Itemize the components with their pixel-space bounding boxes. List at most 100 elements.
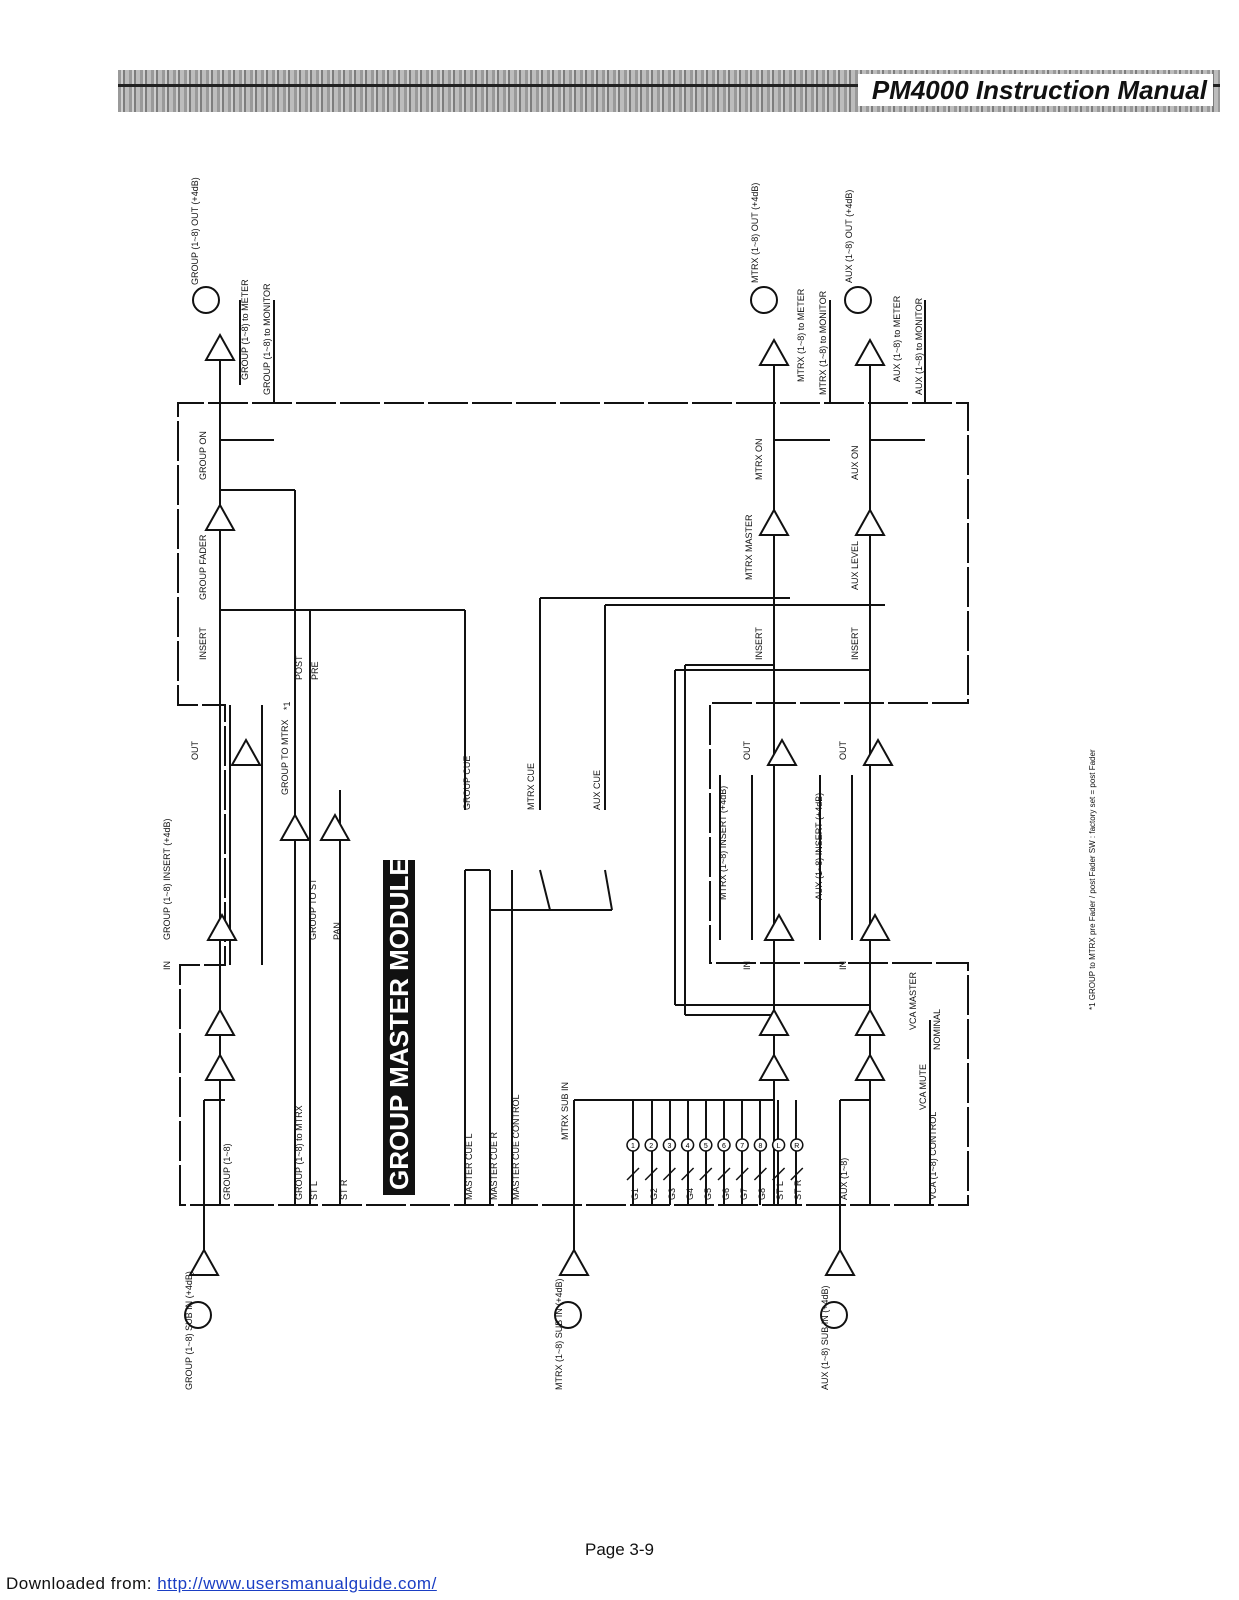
amp-in-group-insert [206, 912, 238, 941]
mtrx-mix-knob-label: 5 [704, 1143, 708, 1150]
label-in-group: IN [162, 961, 172, 970]
label-g8: G8 [757, 1188, 767, 1200]
mtrx-mix-knob-label: 4 [686, 1143, 690, 1150]
label-g7: G7 [739, 1188, 749, 1200]
xlr-aux-sub-icon [820, 1301, 848, 1329]
amp-sum-aux [854, 1052, 886, 1081]
label-group-out: GROUP (1~8) OUT (+4dB) [190, 177, 200, 285]
label-g4: G4 [685, 1188, 695, 1200]
label-aux-on: AUX ON [850, 445, 860, 480]
mtrx-mix-knob-6: 6 [717, 1138, 731, 1181]
mtrx-mix-knob-L: L [771, 1138, 786, 1181]
label-mtrx-out: MTRX (1~8) OUT (+4dB) [750, 183, 760, 283]
label-group-insert: GROUP (1~8) INSERT (+4dB) [162, 818, 172, 940]
amp-ba-aux-sub [824, 1247, 856, 1276]
footer-prefix: Downloaded from: [6, 1574, 158, 1593]
label-pre: PRE [310, 661, 320, 680]
manual-title: PM4000 Instruction Manual [857, 74, 1213, 106]
mtrx-mix-knob-7: 7 [735, 1138, 749, 1181]
amp-inv-aux [854, 1007, 886, 1036]
mtrx-mix-knob-8: 8 [753, 1138, 768, 1181]
label-insert-aux: INSERT [850, 627, 860, 660]
mtrx-mix-knob-label: 6 [722, 1143, 726, 1150]
label-master-cue-r: MASTER CUE R [489, 1131, 499, 1200]
label-aux-sub-in: AUX (1~8) SUB IN (+4dB) [820, 1285, 830, 1390]
xlr-mtrx-out-icon [750, 286, 778, 314]
mtrx-mix-knob-3: 3 [662, 1138, 677, 1181]
amp-ba-group-out [204, 332, 236, 361]
label-st-l-2: ST L [775, 1181, 785, 1200]
label-out-group: OUT [190, 741, 200, 761]
label-g2: G2 [649, 1188, 659, 1200]
label-group-to-monitor: GROUP (1~8) to MONITOR [262, 283, 272, 395]
amp-ba-group-sub [188, 1247, 220, 1276]
label-group-bus: GROUP (1~8) [222, 1143, 232, 1200]
label-group-to-meter: GROUP (1~8) to METER [240, 279, 250, 380]
mtrx-mix-knob-label: R [794, 1143, 799, 1150]
label-in-mtrx: IN [742, 961, 752, 970]
label-insert-group: INSERT [198, 627, 208, 660]
amp-inv-group [204, 1007, 236, 1036]
label-mtrx-cue: MTRX CUE [526, 763, 536, 810]
label-mtrx-insert: MTRX (1~8) INSERT (+4dB) [718, 786, 728, 900]
label-out-mtrx: OUT [742, 741, 752, 761]
mtrx-mix-knob-4: 4 [680, 1138, 695, 1181]
label-post: POST [294, 655, 304, 680]
label-in-aux: IN [838, 961, 848, 970]
amp-sum-mtrx [758, 1052, 790, 1081]
amp-ba-mtrx-insert [766, 737, 798, 766]
amp-ba-group-to-st [319, 812, 351, 841]
label-g3: G3 [667, 1188, 677, 1200]
mtrx-mix-knob-1: 1 [626, 1138, 640, 1181]
label-mtrx-on: MTRX ON [754, 439, 764, 481]
label-group-fader: GROUP FADER [198, 534, 208, 600]
mtrx-mix-knob-label: 1 [631, 1143, 635, 1150]
label-g5: G5 [703, 1188, 713, 1200]
mtrx-mix-knob-label: 2 [649, 1143, 653, 1150]
label-nominal: NOMINAL [932, 1009, 942, 1050]
label-group-on: GROUP ON [198, 431, 208, 480]
amp-ba-group-insert [230, 737, 262, 766]
page-number: Page 3-9 [585, 1540, 654, 1559]
label-aux-level: AUX LEVEL [850, 541, 860, 590]
label-vca-master: VCA MASTER [908, 971, 918, 1030]
amp-ba-aux [854, 507, 886, 536]
amp-in-aux-insert [859, 912, 891, 941]
amp-ba-mtrx [758, 507, 790, 536]
amp-ba-aux-out [854, 337, 886, 366]
label-group-cue: GROUP CUE [462, 756, 472, 810]
module-outline-upper [177, 402, 969, 1206]
label-st-r-2: ST R [793, 1179, 803, 1200]
label-g6: G6 [721, 1188, 731, 1200]
label-master-cue-control: MASTER CUE CONTROL [511, 1094, 521, 1200]
amp-ba-mtrx-sub [558, 1247, 590, 1276]
label-insert-mtrx: INSERT [754, 627, 764, 660]
mtrx-mix-knob-5: 5 [699, 1138, 713, 1181]
label-mtrx-master: MTRX MASTER [744, 514, 754, 580]
mtrx-mix-knob-label: 7 [740, 1143, 744, 1150]
label-aux-to-meter: AUX (1~8) to METER [892, 295, 902, 382]
xlr-group-out-icon [192, 286, 220, 314]
module-title: GROUP MASTER MODULE [384, 858, 414, 1190]
amp-inv-mtrx [758, 1007, 790, 1036]
label-aux-bus: AUX (1~8) [839, 1158, 849, 1200]
label-star1: *1 [282, 701, 292, 710]
label-group-to-st: GROUP TO ST [308, 878, 318, 940]
label-mtrx-sub-in-jack: MTRX (1~8) SUB IN (+4dB) [554, 1278, 564, 1390]
amp-in-mtrx-insert [763, 912, 795, 941]
label-footnote: *1 GROUP to MTRX pre Fader / post Fader … [1088, 749, 1097, 1010]
label-group-sub-in: GROUP (1~8) SUB IN (+4dB) [184, 1271, 194, 1390]
amp-ba-aux-insert [862, 737, 894, 766]
label-out-aux: OUT [838, 741, 848, 761]
mtrx-mix-knob-label: L [777, 1143, 781, 1150]
label-st-l-1: ST L [309, 1181, 319, 1200]
label-vca-mute: VCA MUTE [918, 1064, 928, 1110]
label-aux-cue: AUX CUE [592, 770, 602, 810]
mtrx-mix-knob-2: 2 [644, 1138, 658, 1181]
amp-ba-group-pre-on [204, 502, 236, 531]
xlr-group-sub-icon [184, 1301, 212, 1329]
footer-link[interactable]: http://www.usersmanualguide.com/ [157, 1574, 437, 1593]
footer: Downloaded from: http://www.usersmanualg… [6, 1574, 437, 1594]
label-st-r-1: ST R [339, 1179, 349, 1200]
label-mtrx-to-meter: MTRX (1~8) to METER [796, 288, 806, 382]
